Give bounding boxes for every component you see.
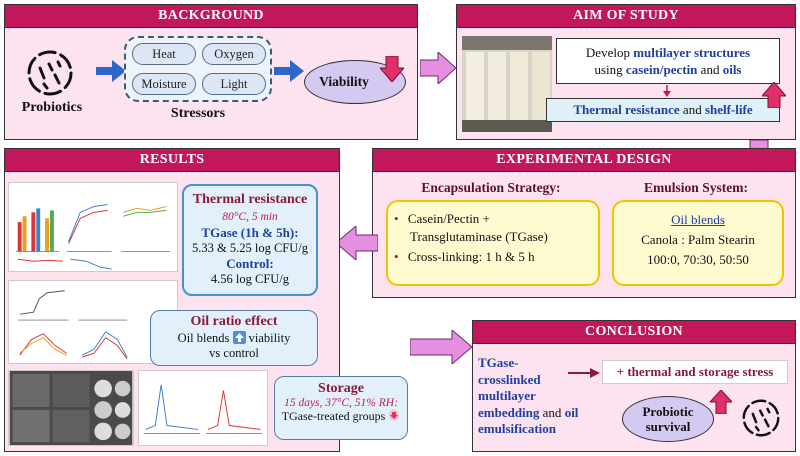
stressor-oxygen: Oxygen [202,43,266,65]
arrow-to-stressors [96,60,126,82]
emulsion-title: Emulsion System: [644,180,748,195]
oil-ratio-title: Oil ratio effect [190,314,278,329]
storage-title: Storage [318,381,364,396]
results-chart-thumbnail-1 [8,182,178,272]
encap-item1b: Transglutaminase (TGase) [410,229,548,244]
conclusion-right-arrow-icon [568,368,600,378]
encap-item1: • Casein/Pectin + [394,211,490,226]
thermal-title: Thermal resistance [192,192,308,207]
aim-thermal: Thermal resistance [573,102,680,117]
storage-down-icon [389,409,400,421]
conclusion-probiotics-icon [742,399,780,437]
oil-ratio-line1: Oil blends [177,331,230,345]
emulsion-box [612,200,784,286]
oil-blends-link: Oil blends [671,212,725,227]
aim-develop: Develop [585,45,630,60]
conclusion-embedding: embedding [478,404,540,420]
aim-using: using [594,62,623,77]
storage-line: TGase-treated groups [281,409,386,423]
arrow-background-to-aim [420,52,456,84]
encap-item1a: Casein/Pectin + [407,211,490,226]
oil-ratio-viability: viability [248,331,291,345]
conclusion-line-3: multilayer [478,388,536,403]
results-header: RESULTS [4,148,340,172]
storage-cond: 15 days, 37°C, 51% RH: [284,397,398,409]
tgase-value: 5.33 & 5.25 log CFU/g [192,241,308,255]
encap-box [386,200,600,286]
storage-box: Storage 15 days, 37°C, 51% RH: TGase-tre… [274,376,408,440]
thermal-resistance-box: Thermal resistance 80°C, 5 min TGase (1h… [182,184,318,296]
conclusion-header: CONCLUSION [472,320,796,344]
design-header: EXPERIMENTAL DESIGN [372,148,796,172]
conclusion-line-2: crosslinked [478,371,541,387]
aim-outcome-box: Thermal resistance and shelf-life [546,98,780,122]
arrow-results-to-conclusion [410,330,472,364]
conclusion-text: TGase- crosslinked multilayer embedding … [478,355,598,438]
results-chart-thumbnail-4 [138,370,268,446]
thermal-cond: 80°C, 5 min [222,211,278,223]
stressors-label: Stressors [170,106,226,121]
stressor-light: Light [202,73,266,95]
control-label: Control: [226,256,274,271]
background-header: BACKGROUND [4,4,418,28]
encap-item2-text: Cross-linking: 1 h & 5 h [407,249,535,264]
canola-text: Canola : Palm Stearin [641,232,755,247]
probiotics-label: Probiotics [21,100,83,115]
conclusion-oil: oil [564,404,579,420]
control-value: 4.56 log CFU/g [210,272,290,286]
aim-shelf-life: shelf-life [704,102,753,117]
aim-goal-box: Develop multilayer structures using case… [556,38,780,84]
oil-ratio-box: Oil ratio effect Oil blends viability vs… [150,310,318,366]
tgase-label: TGase (1h & 5h): [201,225,299,240]
aim-oils: oils [722,62,742,77]
survival-up-arrow-icon [710,390,732,414]
stress-text: + thermal and storage stress [616,364,774,379]
arrow-design-to-results [336,226,378,260]
stressor-heat: Heat [132,43,196,65]
aim-header: AIM OF STUDY [456,4,796,28]
up-arrow-icon [762,82,786,108]
arrow-to-viability [274,60,304,82]
aim-multilayer: multilayer structures [633,45,751,60]
conclusion-and: and [542,404,562,420]
results-image-thumbnail-3 [8,370,134,446]
conclusion-line-1: TGase- [478,355,519,370]
aim-down-arrow-icon [663,85,671,97]
aim-and: and [700,62,720,77]
probiotics-icon [27,50,73,96]
stressor-moisture: Moisture [132,73,196,95]
results-chart-thumbnail-2 [8,280,178,364]
encap-title: Encapsulation Strategy: [421,180,561,195]
oil-ratio-line2: vs control [209,346,259,360]
aim-casein-pectin: casein/pectin [625,62,698,77]
viability-label: Viability [319,74,369,89]
oil-up-arrow-icon [232,331,246,344]
survival-line1: Probiotic [642,404,694,419]
ratios-text: 100:0, 70:30, 50:50 [647,252,749,267]
encap-item2: • Cross-linking: 1 h & 5 h [394,249,535,264]
survival-line2: survival [645,419,691,434]
survival-ellipse: Probiotic survival [622,396,714,442]
conclusion-emulsification: emulsification [478,421,556,436]
stress-box: + thermal and storage stress [602,360,788,384]
down-arrow-icon [380,56,404,82]
emulsion-photo [462,36,552,132]
aim-and2: and [682,102,702,117]
